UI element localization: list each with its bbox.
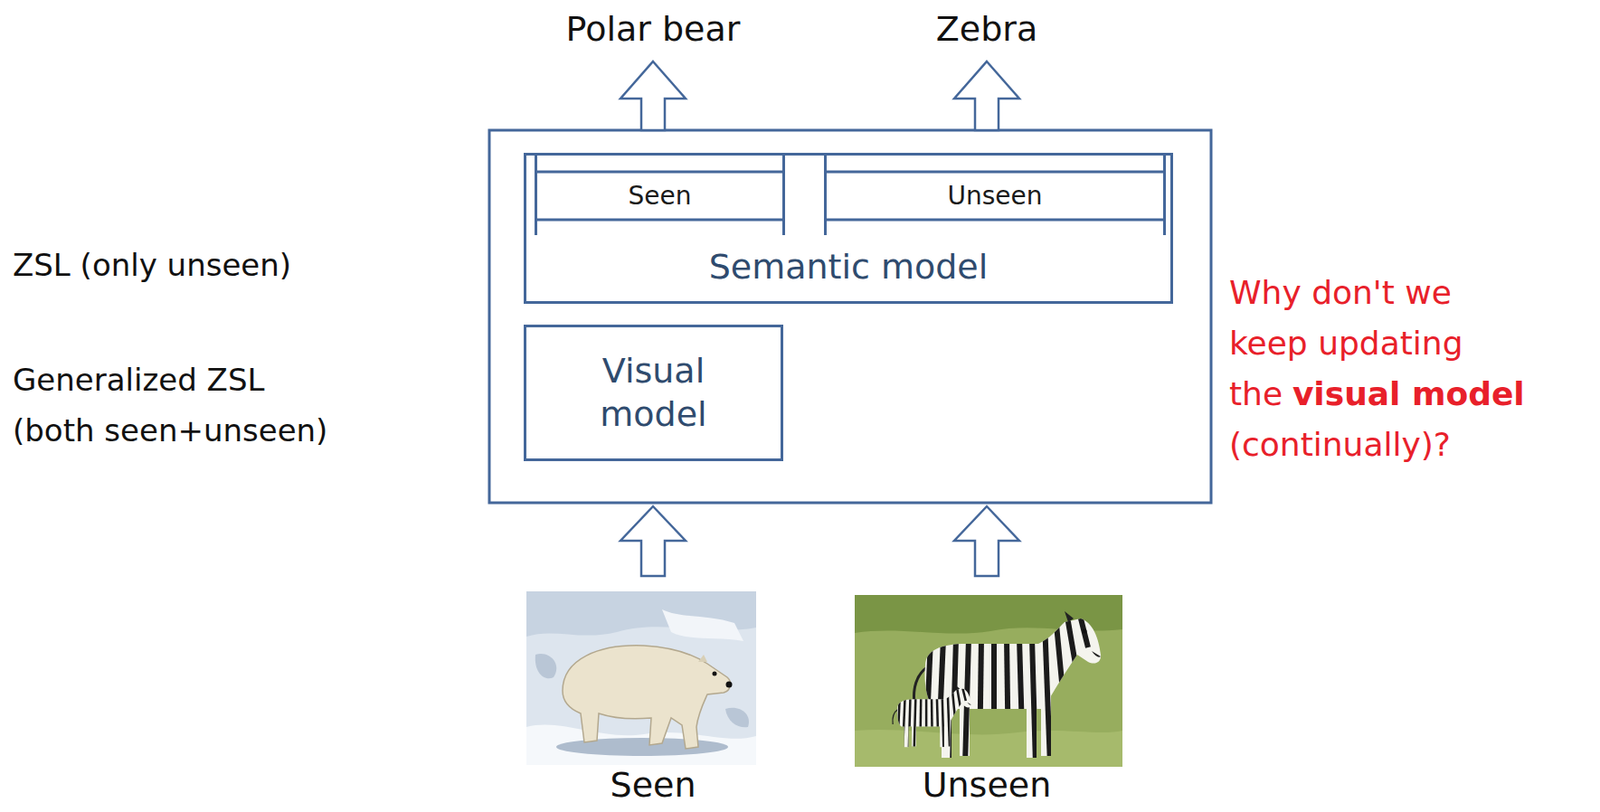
node-label: Visual model xyxy=(563,350,745,436)
input-arrow xyxy=(620,506,686,577)
band-line xyxy=(823,218,1166,222)
output-arrow xyxy=(954,61,1020,131)
note-line: keep updating xyxy=(1229,318,1525,370)
question-note: Why don't we keep updating thevisual model… xyxy=(1229,267,1525,471)
input-caption: Seen xyxy=(517,765,789,805)
band-line xyxy=(1163,155,1166,236)
band-line xyxy=(782,155,786,236)
band-line xyxy=(823,155,827,236)
seen-band: Seen xyxy=(534,155,786,236)
note-line: (continually)? xyxy=(1229,419,1525,471)
emphasis-text: visual model xyxy=(1292,375,1525,413)
band-line xyxy=(823,170,1166,174)
note-text: the xyxy=(1229,375,1283,413)
band-line xyxy=(534,170,786,174)
polar-bear-photo xyxy=(526,591,757,766)
block-arrows xyxy=(620,61,1020,577)
node-label: Seen xyxy=(628,179,692,212)
node-label: Semantic model xyxy=(709,246,989,290)
note-text: (continually)? xyxy=(1229,426,1451,464)
outer-model-frame xyxy=(489,130,1212,503)
note-text: Why don't we xyxy=(1229,274,1452,312)
note-text: keep updating xyxy=(1229,324,1464,362)
output-arrow xyxy=(620,61,686,131)
setting-label: Generalized ZSL (both seen+unseen) xyxy=(12,354,352,456)
node-label: Unseen xyxy=(946,179,1042,212)
zebra-photo xyxy=(854,595,1123,767)
band-line xyxy=(534,155,538,236)
unseen-band: Unseen xyxy=(823,155,1166,236)
setting-label: ZSL (only unseen) xyxy=(12,246,438,285)
semantic-model-box: Semantic model Seen Unseen xyxy=(523,152,1174,304)
input-arrow xyxy=(954,506,1020,577)
note-line: thevisual model xyxy=(1229,369,1525,420)
input-caption: Unseen xyxy=(851,765,1123,805)
visual-model-box: Visual model xyxy=(523,324,784,462)
output-class-label: Zebra xyxy=(851,9,1123,49)
output-class-label: Polar bear xyxy=(517,9,789,49)
band-line xyxy=(534,218,786,222)
note-line: Why don't we xyxy=(1229,267,1525,319)
